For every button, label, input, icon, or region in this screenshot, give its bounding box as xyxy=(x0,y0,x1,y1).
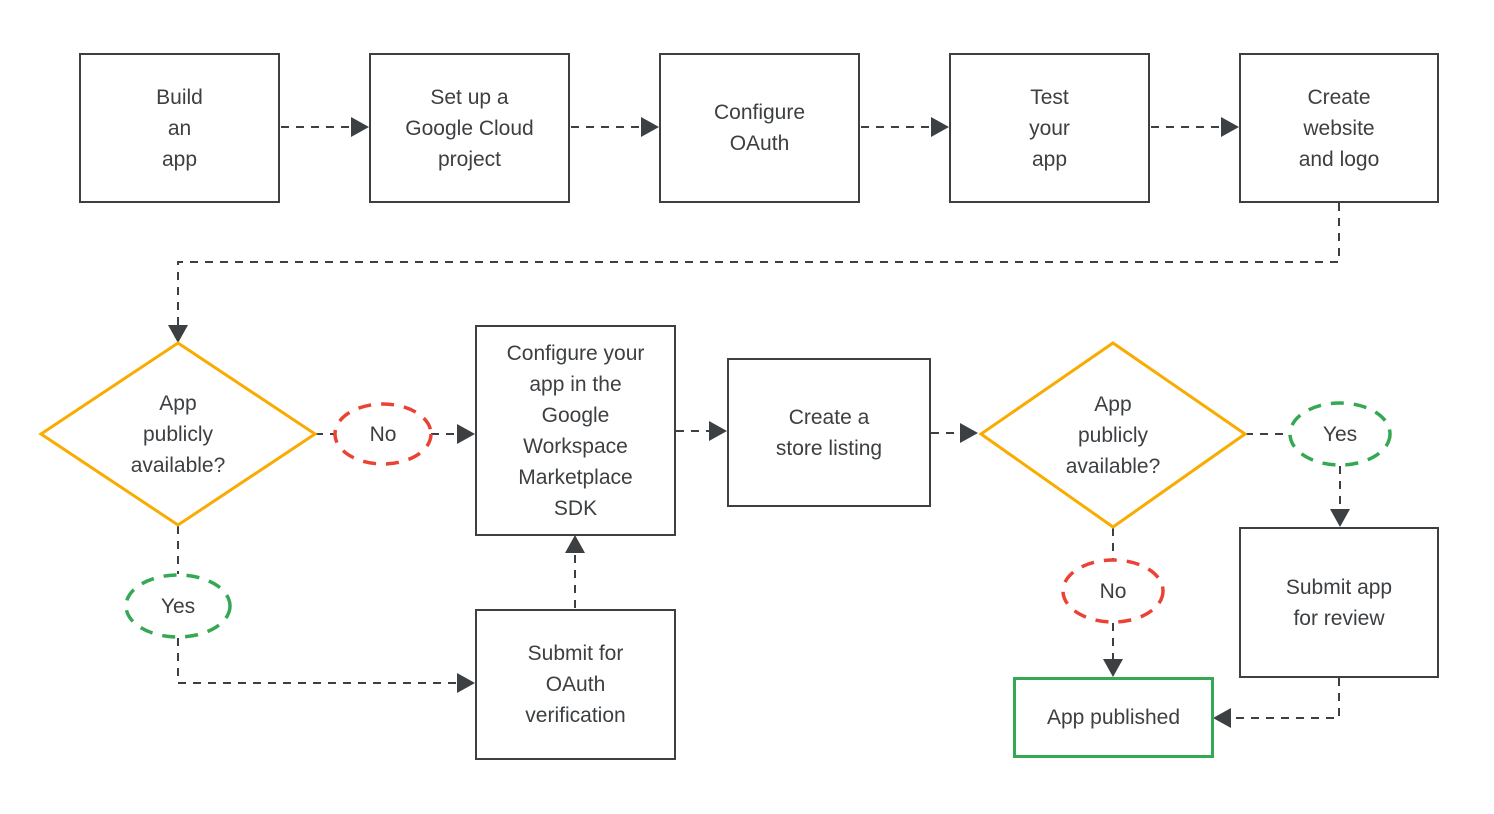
node-test-app: Test your app xyxy=(949,53,1150,203)
decision1-shape xyxy=(38,341,318,527)
node-label: Submit for OAuth verification xyxy=(525,642,626,727)
node-label: Test your app xyxy=(1029,85,1070,171)
badge-label: No xyxy=(369,422,397,446)
arrowhead-yes1-to-oauthverif xyxy=(457,673,475,693)
no1-badge-shape xyxy=(333,402,433,466)
node-configure-marketplace-sdk: Configure your app in the Google Workspa… xyxy=(475,325,676,536)
arrowhead-test-to-website xyxy=(1221,117,1239,137)
no2-badge: No xyxy=(1063,571,1163,611)
node-setup-project: Set up a Google Cloud project xyxy=(369,53,570,203)
arrowhead-sdk-to-listing xyxy=(709,421,727,441)
arrowhead-no2-to-published xyxy=(1103,659,1123,677)
node-create-website: Create website and logo xyxy=(1239,53,1439,203)
connector-yes1-to-oauthverif xyxy=(177,638,457,684)
yes1-badge: Yes xyxy=(128,586,228,626)
node-app-published: App published xyxy=(1013,677,1214,758)
arrowhead-oauth-to-test xyxy=(931,117,949,137)
node-submit-oauth-verification: Submit for OAuth verification xyxy=(475,609,676,760)
arrowhead-setup-to-oauth xyxy=(641,117,659,137)
arrowhead-review-to-published xyxy=(1213,708,1231,728)
node-label: App publicly available? xyxy=(130,391,226,477)
node-submit-app-for-review: Submit app for review xyxy=(1239,527,1439,678)
arrowhead-yes2-to-review xyxy=(1330,509,1350,527)
connector-website-to-decision1 xyxy=(177,203,1340,325)
node-create-store-listing: Create a store listing xyxy=(727,358,931,507)
node-label: Configure your app in the Google Workspa… xyxy=(506,341,645,520)
arrowhead-oauthverif-to-sdk xyxy=(565,535,585,553)
decision2-shape xyxy=(978,341,1248,529)
arrowhead-no1-to-sdk xyxy=(457,424,475,444)
badge-label: Yes xyxy=(1322,422,1358,446)
node-label: Create website and logo xyxy=(1298,85,1380,171)
node-label: Submit app for review xyxy=(1285,575,1393,630)
badge-label: Yes xyxy=(160,594,196,618)
connector-review-to-published xyxy=(1231,678,1340,719)
node-label: Configure OAuth xyxy=(713,101,806,155)
node-decision1: App publicly available? xyxy=(41,343,315,525)
yes2-badge-shape xyxy=(1288,401,1392,467)
node-configure-oauth: Configure OAuth xyxy=(659,53,860,203)
no1-badge: No xyxy=(333,414,433,454)
badge-label: No xyxy=(1099,579,1127,603)
yes2-badge: Yes xyxy=(1290,414,1390,454)
yes1-badge-shape xyxy=(124,573,232,639)
arrowhead-listing-to-decision2 xyxy=(960,423,978,443)
node-label: Set up a Google Cloud project xyxy=(405,85,534,171)
no2-badge-shape xyxy=(1061,558,1165,624)
arrowhead-website-to-decision1 xyxy=(168,325,188,343)
node-build-app: Build an app xyxy=(79,53,280,203)
node-label: Build an app xyxy=(156,85,203,171)
node-label: App published xyxy=(1046,706,1181,729)
node-decision2: App publicly available? xyxy=(981,343,1245,527)
arrowhead-build-to-setup xyxy=(351,117,369,137)
node-label: App publicly available? xyxy=(1065,392,1161,478)
node-label: Create a store listing xyxy=(775,405,883,460)
